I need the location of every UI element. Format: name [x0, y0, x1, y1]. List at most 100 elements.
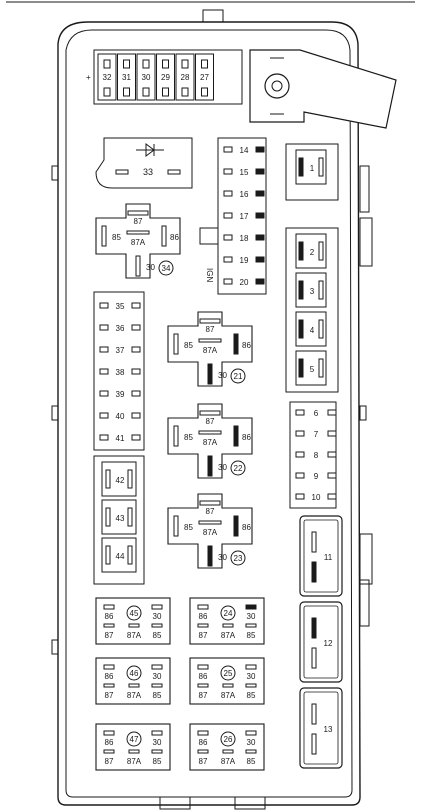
cartridge-fuse	[295, 233, 327, 269]
cartridge-blade	[318, 241, 324, 261]
relay-pin-85: 85	[184, 523, 193, 532]
cavity-terminal	[123, 87, 130, 97]
relay-id-circle	[220, 731, 236, 747]
fuse-label: 10	[312, 493, 321, 502]
fuse-label: 8	[314, 451, 319, 460]
relay-id-label: 23	[234, 554, 243, 563]
large-cartridge-label: 12	[324, 639, 333, 648]
iso-relay-outline	[95, 203, 181, 279]
relay-pin-85-blade	[101, 225, 107, 247]
fuse-terminal	[223, 234, 233, 241]
cavity-terminal	[103, 59, 111, 69]
fuse-box-housing	[6, 1, 415, 810]
micro-relay-outline	[189, 723, 265, 771]
relay-pin-30: 30	[247, 738, 256, 747]
cartridge-blade	[298, 157, 304, 177]
relay-pin-86: 86	[242, 433, 251, 442]
cavity-terminal	[123, 59, 130, 69]
relay-pin-87a: 87A	[127, 631, 142, 640]
fuse-terminal	[255, 168, 265, 175]
fuse-terminal	[131, 346, 141, 353]
fuse-label: 16	[240, 190, 249, 199]
large-cartridge-fuse	[299, 687, 343, 769]
relay-pin-87a-blade	[222, 623, 234, 628]
large-cartridge-inner	[303, 519, 339, 593]
cartridge-blade	[105, 469, 111, 489]
fuse-terminal	[327, 493, 337, 500]
iso-relay-outline	[167, 493, 253, 569]
large-cartridge-fuse	[299, 601, 343, 683]
stud-bolt	[264, 73, 290, 99]
cartridge-fuse	[295, 311, 327, 347]
relay-pin-87-blade	[197, 623, 209, 628]
relay-id-label: 47	[130, 735, 139, 744]
fuse-terminal	[99, 368, 109, 375]
relay-id-circle	[158, 260, 174, 276]
relay-id-label: 46	[130, 669, 139, 678]
relay-pin-86-blade	[197, 604, 209, 610]
fuse-terminal	[99, 390, 109, 397]
fuse-terminal	[255, 278, 265, 285]
cartridge-fuse	[101, 499, 137, 535]
relay-pin-87: 87	[206, 417, 215, 426]
cartridge-fuse	[295, 350, 327, 386]
relay-pin-30-blade	[245, 664, 257, 670]
cartridge-fuse	[295, 149, 327, 185]
relay-pin-30-blade	[151, 730, 163, 736]
relay-pin-87a-blade	[222, 683, 234, 688]
relay-pin-86-blade	[233, 333, 239, 355]
cavity-terminal	[142, 87, 150, 97]
fuse-terminal	[223, 168, 233, 175]
relay-pin-86: 86	[105, 672, 114, 681]
fuse-label: 36	[116, 324, 125, 333]
cartridge-blade	[318, 280, 324, 300]
relay-pin-85-blade	[245, 683, 257, 688]
relay-pin-30: 30	[153, 738, 162, 747]
micro-relay-outline	[95, 597, 171, 645]
relay-pin-87a: 87A	[221, 631, 236, 640]
relay-pin-86: 86	[105, 612, 114, 621]
cartridge-fuse-label: 44	[116, 552, 125, 561]
cavity-terminal	[201, 59, 208, 69]
relay-pin-87: 87	[206, 325, 215, 334]
relay-pin-87a-blade	[128, 623, 140, 628]
fuse-terminal	[223, 256, 233, 263]
fuse-terminal	[99, 324, 109, 331]
relay-pin-86-blade	[103, 664, 115, 670]
diode-icon	[145, 143, 155, 157]
cartridge-fuse-label: 4	[310, 326, 315, 335]
fuse-terminal	[131, 302, 141, 309]
cartridge-blade	[298, 319, 304, 339]
ign-bracket	[199, 227, 218, 245]
large-cartridge-label: 11	[324, 553, 333, 562]
connector-cavity-label: 31	[122, 73, 131, 82]
relay-pin-30: 30	[247, 672, 256, 681]
relay-pin-85: 85	[247, 631, 256, 640]
relay-pin-85: 85	[112, 233, 121, 242]
fuse-terminal	[131, 324, 141, 331]
fuse-terminal	[255, 190, 265, 197]
relay-pin-86-blade	[161, 225, 167, 247]
cartridge-fuse	[295, 272, 327, 308]
cavity-terminal	[162, 59, 169, 69]
relay-pin-87-blade	[199, 410, 221, 416]
cartridge-blade	[311, 561, 317, 583]
relay-pin-86: 86	[170, 233, 179, 242]
connector-cavity	[195, 53, 214, 101]
fuse-label: 20	[240, 278, 249, 287]
relay-pin-87a: 87A	[203, 438, 218, 447]
iso-relay-outline	[167, 403, 253, 479]
relay-id-label: 45	[130, 609, 139, 618]
relay-pin-87: 87	[199, 631, 208, 640]
relay-pin-30: 30	[153, 612, 162, 621]
relay-pin-87-blade	[103, 623, 115, 628]
fuse-terminal	[99, 412, 109, 419]
relay-pin-87: 87	[199, 757, 208, 766]
